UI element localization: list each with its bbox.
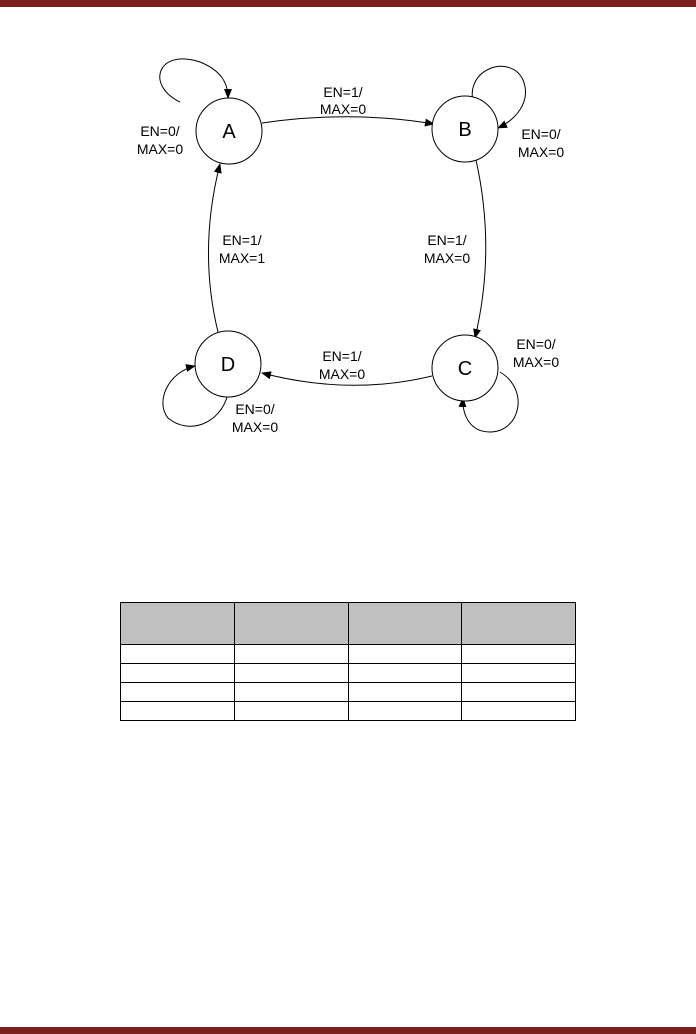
svg-text:MAX=0: MAX=0 <box>137 141 184 157</box>
table-cell <box>120 682 235 702</box>
table-cell <box>233 682 349 702</box>
state-table <box>120 602 576 721</box>
svg-text:MAX=1: MAX=1 <box>219 250 266 266</box>
table-row <box>120 644 576 664</box>
label-transition-d-a: EN=1/ MAX=1 <box>219 232 266 266</box>
svg-text:EN=1/: EN=1/ <box>427 232 466 248</box>
svg-text:EN=1/: EN=1/ <box>323 84 362 100</box>
state-diagram: A B C D EN=1/ MAX=0 EN=1/ MAX=0 EN=1/ MA… <box>137 58 565 435</box>
svg-text:MAX=0: MAX=0 <box>513 354 560 370</box>
table-cell <box>461 663 576 683</box>
table-cell <box>233 644 349 664</box>
table-header-cell <box>233 602 349 645</box>
table-cell <box>461 644 576 664</box>
label-transition-c-d: EN=1/ MAX=0 <box>319 348 366 382</box>
state-c: C <box>431 334 499 402</box>
table-cell <box>347 663 463 683</box>
table-header-cell <box>461 602 576 645</box>
label-self-loop-d: EN=0/ MAX=0 <box>232 401 279 435</box>
self-loop-a <box>159 58 232 103</box>
svg-text:EN=0/: EN=0/ <box>140 123 179 139</box>
table-cell <box>120 701 235 721</box>
transition-d-a <box>208 163 222 333</box>
label-transition-a-b: EN=1/ MAX=0 <box>320 84 367 117</box>
table-header-cell <box>120 602 235 645</box>
label-self-loop-b: EN=0/ MAX=0 <box>518 126 565 160</box>
page-bottom-bar <box>0 1027 696 1034</box>
svg-text:EN=0/: EN=0/ <box>235 401 274 417</box>
svg-text:EN=0/: EN=0/ <box>516 336 555 352</box>
table-cell <box>461 701 576 721</box>
svg-text:MAX=0: MAX=0 <box>232 419 279 435</box>
table-cell <box>347 644 463 664</box>
svg-text:EN=0/: EN=0/ <box>521 126 560 142</box>
transition-a-b <box>261 116 435 127</box>
state-d: D <box>194 330 262 398</box>
label-self-loop-a: EN=0/ MAX=0 <box>137 123 184 157</box>
state-a: A <box>195 97 263 165</box>
table-cell <box>233 701 349 721</box>
table-cell <box>120 663 235 683</box>
svg-text:C: C <box>458 358 472 380</box>
table-row <box>120 701 576 721</box>
svg-text:MAX=0: MAX=0 <box>424 250 471 266</box>
table-cell <box>233 663 349 683</box>
svg-text:A: A <box>222 121 236 143</box>
svg-text:D: D <box>221 354 235 376</box>
page-top-bar <box>0 0 696 7</box>
self-loop-b <box>471 65 526 129</box>
self-loop-d <box>162 364 229 427</box>
table-cell <box>347 701 463 721</box>
self-loop-c <box>458 371 519 433</box>
state-b: B <box>431 95 499 163</box>
svg-text:MAX=0: MAX=0 <box>518 144 565 160</box>
svg-text:MAX=0: MAX=0 <box>320 101 367 117</box>
table-row <box>120 663 576 683</box>
table-header-row <box>120 602 576 645</box>
table-cell <box>120 644 235 664</box>
svg-text:EN=1/: EN=1/ <box>322 348 361 364</box>
table-row <box>120 682 576 702</box>
label-transition-b-c: EN=1/ MAX=0 <box>424 232 471 266</box>
transition-b-c <box>473 159 487 339</box>
table-header-cell <box>347 602 463 645</box>
transition-c-d <box>261 371 433 386</box>
label-self-loop-c: EN=0/ MAX=0 <box>513 336 560 370</box>
table-cell <box>347 682 463 702</box>
svg-text:EN=1/: EN=1/ <box>222 232 261 248</box>
svg-text:MAX=0: MAX=0 <box>319 366 366 382</box>
svg-text:B: B <box>458 119 471 141</box>
table-cell <box>461 682 576 702</box>
